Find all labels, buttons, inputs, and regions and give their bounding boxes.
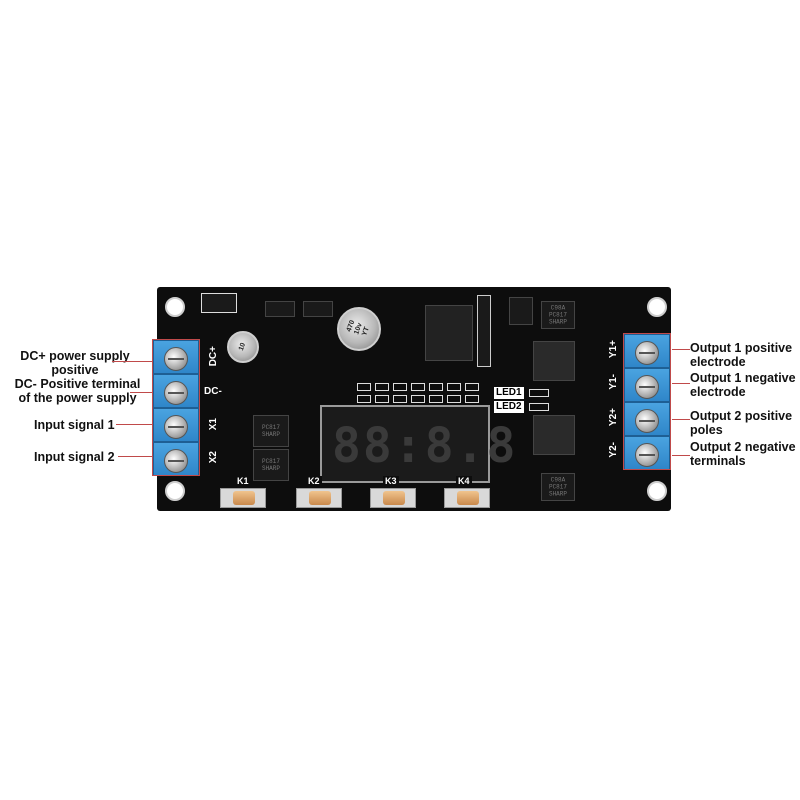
terminal-y1-minus <box>624 368 670 402</box>
screw-icon <box>164 381 188 405</box>
terminal-dc-plus <box>153 340 199 374</box>
button-k2[interactable] <box>296 488 342 508</box>
callout-line <box>112 361 154 362</box>
label-input-signal-2: Input signal 2 <box>34 450 115 464</box>
label-output-2-positive: Output 2 positive poles <box>690 409 793 437</box>
label-dc-plus: DC+ power supply positive <box>20 349 130 377</box>
smd-component <box>465 395 479 403</box>
terminal-x2 <box>153 442 199 476</box>
screw-icon <box>164 347 188 371</box>
microcontroller-chip <box>425 305 473 361</box>
callout-line <box>672 349 690 350</box>
label-input-signal-1: Input signal 1 <box>34 418 115 432</box>
smd-component <box>357 383 371 391</box>
pin-label-y2-minus: Y2- <box>608 442 619 458</box>
terminal-y2-minus <box>624 436 670 470</box>
smd-component <box>447 395 461 403</box>
terminal-dc-minus <box>153 374 199 408</box>
button-cap <box>457 491 479 505</box>
led2-label: LED2 <box>494 401 524 413</box>
callout-line <box>118 456 154 457</box>
smd-component <box>465 383 479 391</box>
smd-component <box>357 395 371 403</box>
pin-label-y2-plus: Y2+ <box>608 408 619 427</box>
button-cap <box>383 491 405 505</box>
callout-line <box>672 455 690 456</box>
smd-component <box>411 383 425 391</box>
regulator-chip <box>303 301 333 317</box>
terminal-x1 <box>153 408 199 442</box>
transistor-component <box>509 297 533 325</box>
button-k1[interactable] <box>220 488 266 508</box>
seven-segment-display: 88:8.8 <box>320 405 518 483</box>
button-cap <box>309 491 331 505</box>
smd-component <box>393 395 407 403</box>
terminal-y2-plus <box>624 402 670 436</box>
label-dc-minus: DC- Positive terminal of the power suppl… <box>14 377 141 405</box>
header-pins <box>477 295 491 367</box>
led2-indicator <box>529 403 549 411</box>
smd-component <box>429 383 443 391</box>
pin-label-y1-minus: Y1- <box>608 374 619 390</box>
smd-component <box>393 383 407 391</box>
pin-label-x1: X1 <box>208 418 219 431</box>
screw-icon <box>164 415 188 439</box>
callout-line <box>130 392 154 393</box>
pin-label-y1-plus: Y1+ <box>608 340 619 359</box>
screw-icon <box>635 443 659 467</box>
button-cap <box>233 491 255 505</box>
label-output-1-negative: Output 1 negative electrode <box>690 371 796 399</box>
regulator-chip <box>265 301 295 317</box>
key-label-k2: K2 <box>306 476 322 486</box>
smd-component <box>411 395 425 403</box>
smd-component <box>447 383 461 391</box>
terminal-y1-plus <box>624 334 670 368</box>
display-digits: 88:8.8 <box>332 418 518 474</box>
key-label-k4: K4 <box>456 476 472 486</box>
smd-component <box>375 395 389 403</box>
screw-icon <box>635 409 659 433</box>
key-label-k3: K3 <box>383 476 399 486</box>
smd-component <box>429 395 443 403</box>
callout-box <box>623 333 671 470</box>
pin-label-dc-minus: DC- <box>204 386 222 397</box>
label-output-1-positive: Output 1 positive electrode <box>690 341 793 369</box>
pin-label-x2: X2 <box>208 451 219 464</box>
screw-icon <box>635 375 659 399</box>
led1-label: LED1 <box>494 387 524 399</box>
mosfet-chip <box>533 341 575 381</box>
mounting-hole <box>647 481 667 501</box>
pin-label-dc-plus: DC+ <box>208 346 219 367</box>
callout-line <box>672 419 690 420</box>
screw-icon <box>635 341 659 365</box>
smd-component <box>375 383 389 391</box>
button-k3[interactable] <box>370 488 416 508</box>
callout-line <box>116 424 154 425</box>
key-label-k1: K1 <box>235 476 251 486</box>
led1-indicator <box>529 389 549 397</box>
callout-line <box>672 383 690 384</box>
label-output-2-negative: Output 2 negative terminals <box>690 440 796 468</box>
mounting-hole <box>165 297 185 317</box>
mounting-hole <box>165 481 185 501</box>
callout-box <box>152 339 200 476</box>
mosfet-chip <box>533 415 575 455</box>
mounting-hole <box>647 297 667 317</box>
small-capacitor: 10 <box>227 331 259 363</box>
screw-icon <box>164 449 188 473</box>
diode-component <box>201 293 237 313</box>
button-k4[interactable] <box>444 488 490 508</box>
